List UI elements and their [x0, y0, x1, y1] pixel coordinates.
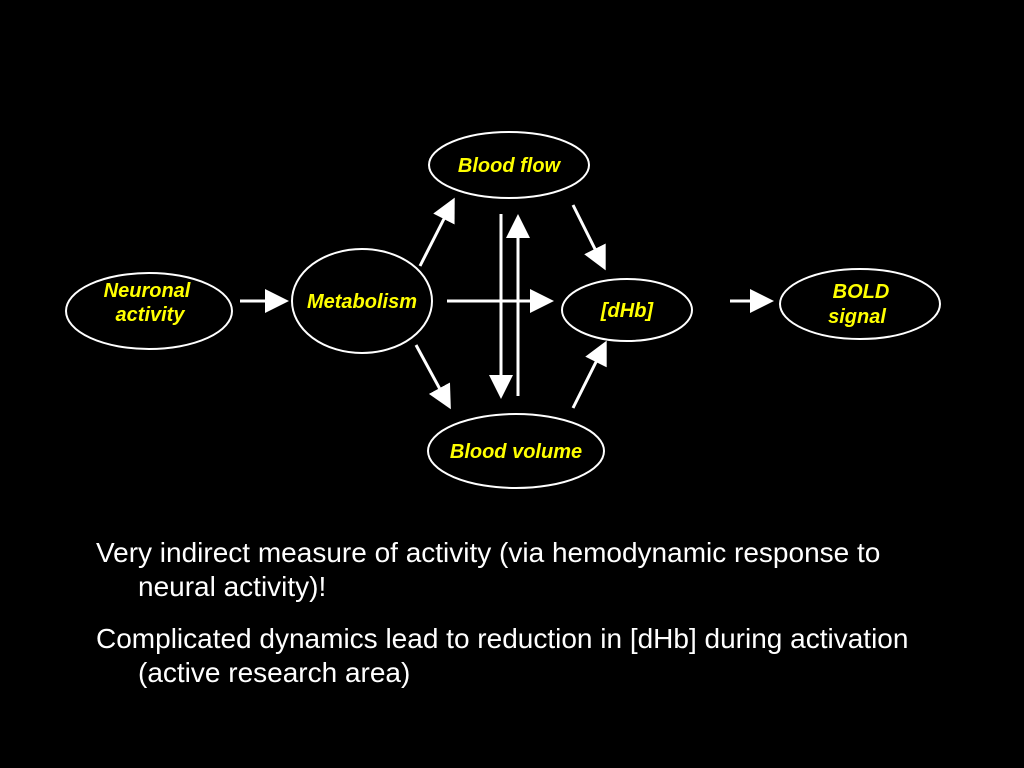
- node-neuronal-activity-ellipse: [65, 272, 233, 350]
- node-dhb-label: [dHb]: [600, 300, 655, 322]
- node-bold-signal: BOLD signal: [779, 268, 941, 340]
- node-dhb-ellipse: [561, 278, 693, 342]
- note-indirect-measure: Very indirect measure of activity (via h…: [96, 537, 881, 602]
- node-metabolism-ellipse: [291, 248, 433, 354]
- node-blood-volume: Blood volume: [427, 413, 605, 489]
- node-dhb: [dHb]: [561, 278, 693, 342]
- node-blood-volume-label: Blood volume: [450, 441, 582, 463]
- node-metabolism-label: Metabolism: [307, 291, 417, 313]
- node-blood-flow-label: Blood flow: [458, 155, 562, 177]
- node-blood-flow-ellipse: [428, 131, 590, 199]
- arrow-blood-volume-to-dhb: [571, 340, 607, 409]
- node-neuronal-activity-label-line1: Neuronal: [104, 280, 191, 302]
- node-blood-volume-ellipse: [427, 413, 605, 489]
- node-neuronal-activity-label-line2: activity: [116, 304, 186, 326]
- node-bold-signal-label-line2: signal: [828, 306, 886, 328]
- node-blood-flow: Blood flow: [428, 131, 590, 199]
- arrow-metabolism-to-blood-volume: [414, 344, 451, 410]
- node-neuronal-activity: Neuronal activity: [65, 272, 233, 350]
- hemodynamic-flow-diagram: Neuronal activity Metabolism Blood flow …: [65, 131, 941, 489]
- arrow-metabolism-to-blood-flow: [418, 197, 455, 267]
- node-bold-signal-ellipse: [779, 268, 941, 340]
- arrow-blood-flow-to-dhb: [571, 204, 606, 271]
- node-metabolism: Metabolism: [291, 248, 433, 354]
- node-bold-signal-label-line1: BOLD: [833, 281, 890, 303]
- slide-notes: Very indirect measure of activity (via h…: [96, 536, 956, 708]
- note-complicated-dynamics: Complicated dynamics lead to reduction i…: [96, 623, 909, 688]
